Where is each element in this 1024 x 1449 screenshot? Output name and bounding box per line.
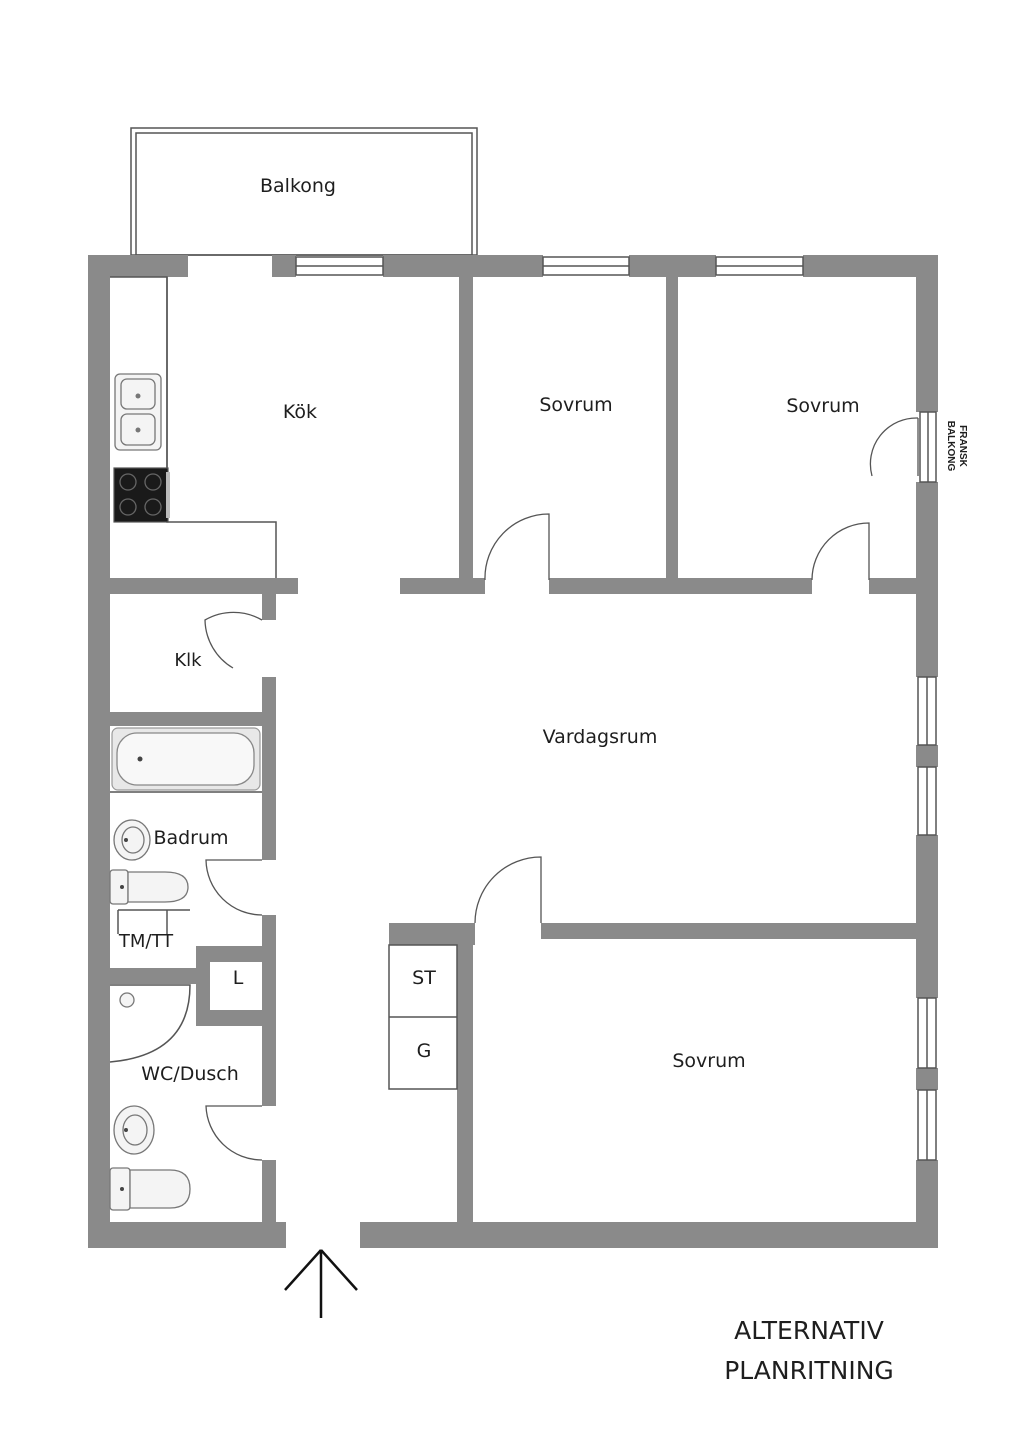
room-label-tm-tt: TM/TT — [118, 931, 174, 952]
room-label-st: ST — [412, 967, 436, 989]
sink-icon — [114, 373, 162, 451]
plan-title-line-2: PLANRITNING — [724, 1356, 894, 1385]
room-label-kok: Kök — [283, 401, 317, 423]
room-label-sovrum-1: Sovrum — [539, 394, 612, 416]
room-label-badrum: Badrum — [153, 827, 228, 849]
doors — [204, 417, 919, 1161]
washbasin-icon-wc — [113, 1105, 155, 1155]
room-label-l: L — [233, 967, 244, 989]
room-label-wc-dusch: WC/Dusch — [141, 1063, 239, 1085]
outer-walls — [88, 255, 938, 1248]
entrance-arrow-icon — [284, 1249, 358, 1318]
room-label-vardagsrum: Vardagsrum — [543, 726, 658, 748]
stove-icon — [113, 467, 170, 523]
toilet-icon-wc — [109, 1167, 191, 1211]
bathtub-icon — [110, 727, 262, 793]
plan-title-line-1: ALTERNATIV — [734, 1316, 884, 1345]
washer-dryer — [117, 909, 190, 934]
toilet-icon — [109, 869, 189, 905]
room-label-klk: Klk — [174, 650, 202, 671]
windows — [295, 256, 937, 1161]
room-label-g: G — [417, 1040, 432, 1062]
fransk-balkong-label-1: FRANSK — [957, 425, 968, 467]
room-label-sovrum-3: Sovrum — [672, 1050, 745, 1072]
closets — [388, 944, 458, 1090]
room-label-balkong: Balkong — [260, 175, 336, 197]
fransk-balkong-label-2: BALKONG — [945, 421, 956, 472]
shower — [109, 984, 191, 1063]
room-label-sovrum-2: Sovrum — [786, 395, 859, 417]
fransk-balkong: FRANSK BALKONG — [919, 411, 968, 483]
balcony — [130, 127, 478, 256]
interior-walls — [110, 277, 919, 1222]
washbasin-icon — [113, 819, 151, 861]
